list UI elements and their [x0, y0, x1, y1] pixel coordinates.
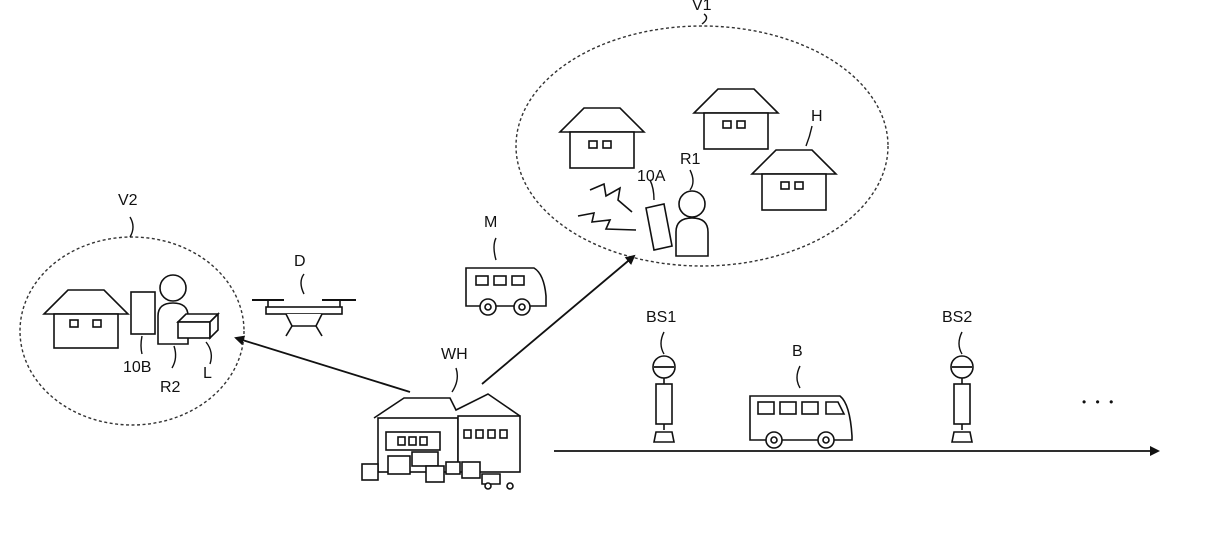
person-r1-icon: [676, 191, 708, 256]
house-label: H: [811, 108, 823, 125]
van-label: M: [484, 214, 497, 231]
package-leader: [206, 342, 211, 364]
van-icon: [466, 268, 546, 315]
drone-label: D: [294, 253, 306, 270]
warehouse-label: WH: [441, 346, 468, 363]
house-icon: [44, 290, 128, 348]
person-r1-leader: [690, 170, 693, 190]
terminal-10a-label: 10A: [637, 168, 666, 185]
person-r1-label: R1: [680, 151, 701, 168]
house-icon: [560, 108, 644, 168]
house-leader: [806, 126, 812, 146]
bus-stop-icon: [951, 356, 973, 442]
warehouse-leader: [452, 368, 457, 392]
warehouse-icon: [362, 394, 520, 489]
package-icon: [178, 314, 218, 338]
drone-icon: [252, 300, 356, 336]
area-v2-label: V2: [118, 192, 138, 209]
house-icon: [694, 89, 778, 149]
terminal-10b-leader: [141, 336, 142, 354]
area-v1-label: V1: [692, 0, 712, 14]
person-r2-label: R2: [160, 379, 181, 396]
area-v1-leader: [702, 14, 707, 24]
drone-leader: [301, 274, 304, 294]
terminal-10a-icon: [646, 204, 672, 250]
terminal-10b-label: 10B: [123, 359, 151, 376]
bus-icon: [750, 396, 852, 448]
bus-stop-1-leader: [661, 332, 664, 354]
wireless-signal-icon: [578, 184, 636, 230]
bus-label: B: [792, 343, 803, 360]
person-r2-leader: [172, 346, 176, 368]
van-leader: [494, 238, 496, 260]
bus-stop-1-label: BS1: [646, 309, 676, 326]
package-label: L: [203, 365, 212, 382]
bus-stop-2-leader: [959, 332, 962, 354]
arrow-to-v2: [236, 338, 410, 392]
terminal-10b-icon: [131, 292, 155, 334]
bus-stop-icon: [653, 356, 675, 442]
area-v2-leader: [130, 217, 133, 237]
bus-stop-2-label: BS2: [942, 309, 972, 326]
continuation-ellipsis: • • •: [1082, 395, 1116, 409]
bus-leader: [797, 366, 800, 388]
house-icon: [752, 150, 836, 210]
